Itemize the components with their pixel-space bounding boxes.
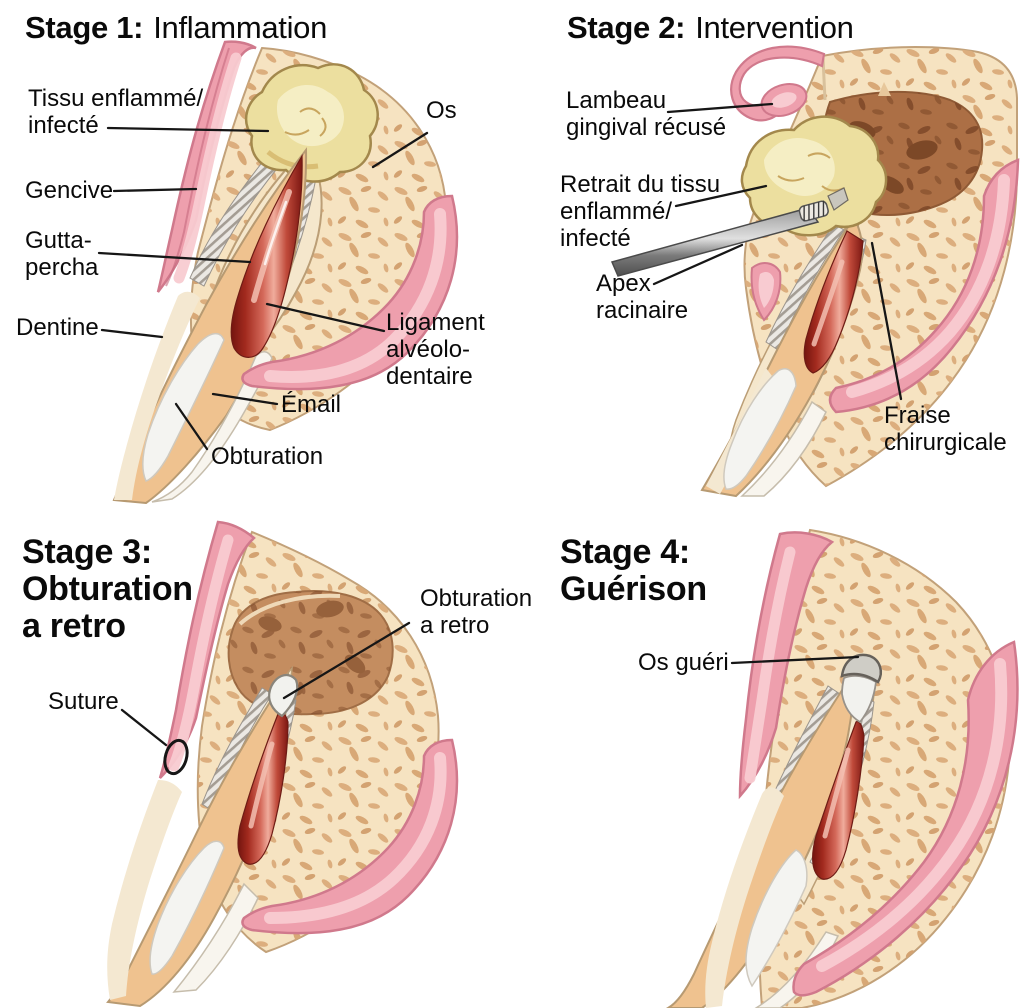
- label-email: Émail: [281, 391, 342, 418]
- cementum-outer: [114, 291, 200, 500]
- gum-right: [241, 738, 459, 935]
- cementum-outer: [107, 780, 182, 1000]
- stage-4-title-number: Stage 4:: [560, 533, 690, 571]
- stage-4-title-text: Guérison: [560, 570, 707, 608]
- gum-flap-retracted: [730, 45, 826, 122]
- label-ligament: Ligament alvéolo- dentaire: [386, 309, 485, 390]
- cementum-outer: [705, 787, 784, 1008]
- gum-right: [792, 640, 1019, 997]
- root-filling: [149, 840, 225, 975]
- infected-tissue: [740, 115, 888, 237]
- stage-4-title: Stage 4:Guérison: [560, 534, 707, 608]
- stage-1-title-number: Stage 1:: [25, 10, 144, 45]
- bone-cut-edge: [821, 57, 827, 101]
- stage-3-title-number: Stage 3:: [22, 533, 152, 571]
- label-fraise: Fraise chirurgicale: [884, 402, 1007, 456]
- surgical-bur-icon: [798, 200, 829, 222]
- stage-1-title: Stage 1: Inflammation: [25, 10, 327, 46]
- label-lambeau: Lambeau gingival récusé: [566, 87, 727, 141]
- stage-4-illustration: [665, 528, 1019, 1008]
- ligament-hatch-left: [201, 687, 273, 813]
- label-obturation-retro: Obturation a retro: [420, 585, 533, 639]
- enamel: [740, 400, 827, 497]
- stage-2-title-text: Intervention: [695, 10, 854, 45]
- gum-left: [738, 531, 835, 800]
- label-tissu-enflamme: Tissu enflammé/ infecté: [28, 85, 204, 139]
- ligament-hatch-left: [765, 223, 845, 351]
- root-filling: [745, 849, 808, 988]
- label-dentine: Dentine: [16, 314, 99, 341]
- stage-2-title: Stage 2: Intervention: [567, 10, 854, 46]
- gutta-percha-cone: [812, 720, 865, 880]
- enamel: [151, 351, 273, 503]
- label-retrait: Retrait du tissu enflammé/ infecté: [560, 171, 721, 252]
- gum-cut-corner: [750, 262, 782, 322]
- tooth: [106, 670, 299, 1008]
- label-obturation: Obturation: [211, 443, 324, 470]
- gum-right: [241, 194, 459, 391]
- stage-1-illustration: [112, 40, 459, 504]
- stage-3-title-text: Obturation a retro: [22, 570, 193, 645]
- label-os-gueri: Os guéri: [638, 649, 729, 676]
- root-filling: [723, 368, 797, 490]
- infected-tissue: [244, 63, 379, 183]
- label-gencive: Gencive: [25, 177, 114, 204]
- gutta-percha-cone: [803, 230, 864, 374]
- bone-healed: [758, 528, 1012, 1008]
- tooth: [700, 216, 864, 498]
- stage-1-title-text: Inflammation: [153, 10, 328, 45]
- retro-filling: [841, 675, 877, 724]
- tooth: [665, 653, 882, 1008]
- stage-2-title-number: Stage 2:: [567, 10, 686, 45]
- label-apex-racinaire: Apex racinaire: [596, 270, 689, 324]
- bone-cavity-healing: [227, 590, 394, 716]
- label-gutta-percha: Gutta- percha: [25, 227, 99, 281]
- stage-3-title: Stage 3:Obturation a retro: [22, 534, 193, 645]
- label-suture: Suture: [48, 688, 119, 715]
- label-os: Os: [426, 97, 457, 124]
